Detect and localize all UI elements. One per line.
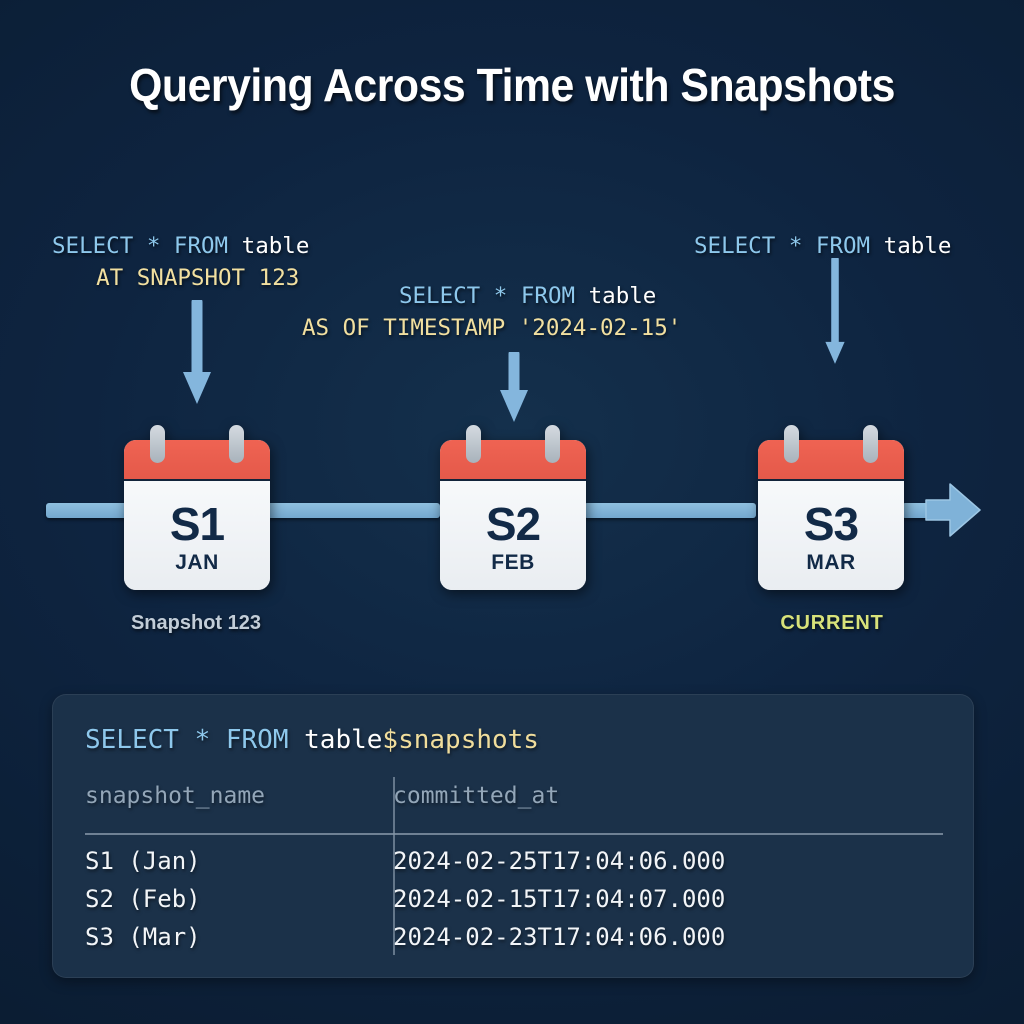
calendar-header-band [440,440,586,481]
arrow-down-icon [500,352,528,422]
calendar-ring-icon [784,425,799,463]
snapshot-calendar-s2[interactable]: S2 FEB [440,425,586,590]
page-title: Querying Across Time with Snapshots [129,59,895,111]
snapshot-id: S2 [485,497,541,550]
snapshot-id: S3 [803,497,859,550]
sql-keyword: SELECT * FROM [52,233,229,259]
cell-snapshot-name: S3 (Mar) [85,923,201,951]
cell-snapshot-name: S2 (Feb) [85,885,201,913]
calendar-ring-icon [229,425,244,463]
sql-keyword: SELECT * FROM [85,725,289,755]
table-row: S3 (Mar) 2024-02-23T17:04:06.000 [85,919,943,957]
cell-committed-at: 2024-02-25T17:04:06.000 [393,847,726,875]
sql-time-clause: AS OF TIMESTAMP '2024-02-15' [302,315,682,341]
results-table-header: snapshot_name committed_at [85,783,943,825]
sql-system-table: $snapshots [382,725,539,755]
cell-committed-at: 2024-02-15T17:04:07.000 [393,885,726,913]
query-callout-timestamp: SELECT * FROM table AS OF TIMESTAMP '202… [302,280,681,344]
snapshot-calendar-s1[interactable]: S1 JAN [124,425,270,590]
sql-keyword: SELECT * FROM [694,233,871,259]
timeline-segment [584,503,756,518]
timeline-segment [46,503,132,518]
results-table-body: S1 (Jan) 2024-02-25T17:04:06.000 S2 (Feb… [85,843,943,957]
column-divider [393,777,395,955]
column-header-committed-at: committed_at [393,783,560,809]
sql-keyword: SELECT * FROM [398,283,576,309]
query-callout-snapshot: SELECT * FROM table AT SNAPSHOT 123 [52,230,309,294]
snapshot-month: MAR [806,550,856,574]
calendar-header-band [758,440,904,481]
header-rule [85,833,943,835]
snapshot-caption-s1: Snapshot 123 [130,612,262,634]
arrow-down-icon [183,300,211,404]
calendar-header-band [124,440,270,481]
calendar-ring-icon [545,425,560,463]
snapshot-calendar-s3[interactable]: S3 MAR [758,425,904,590]
snapshot-id: S1 [169,497,225,550]
cell-snapshot-name: S1 (Jan) [85,847,201,875]
panel-sql-query: SELECT * FROM table$snapshots [85,725,539,755]
sql-table: table [870,233,952,259]
sql-table: table [288,725,383,755]
query-callout-current: SELECT * FROM table [694,230,951,262]
arrow-down-icon [825,258,845,364]
table-row: S2 (Feb) 2024-02-15T17:04:07.000 [85,881,943,919]
snapshot-month: JAN [175,550,219,574]
snapshot-month: FEB [491,550,535,574]
timeline-arrow-icon [925,483,981,537]
cell-committed-at: 2024-02-23T17:04:06.000 [393,923,726,951]
calendar-ring-icon [150,425,165,463]
column-header-snapshot-name: snapshot_name [85,783,266,809]
calendar-ring-icon [466,425,481,463]
results-panel: SELECT * FROM table$snapshots snapshot_n… [52,694,974,978]
snapshot-caption-s3: CURRENT [780,612,884,634]
table-row: S1 (Jan) 2024-02-25T17:04:06.000 [85,843,943,881]
sql-table: table [575,283,657,309]
sql-table: table [228,233,310,259]
sql-time-clause: AT SNAPSHOT 123 [96,265,300,291]
timeline-segment [264,503,440,518]
calendar-ring-icon [863,425,878,463]
